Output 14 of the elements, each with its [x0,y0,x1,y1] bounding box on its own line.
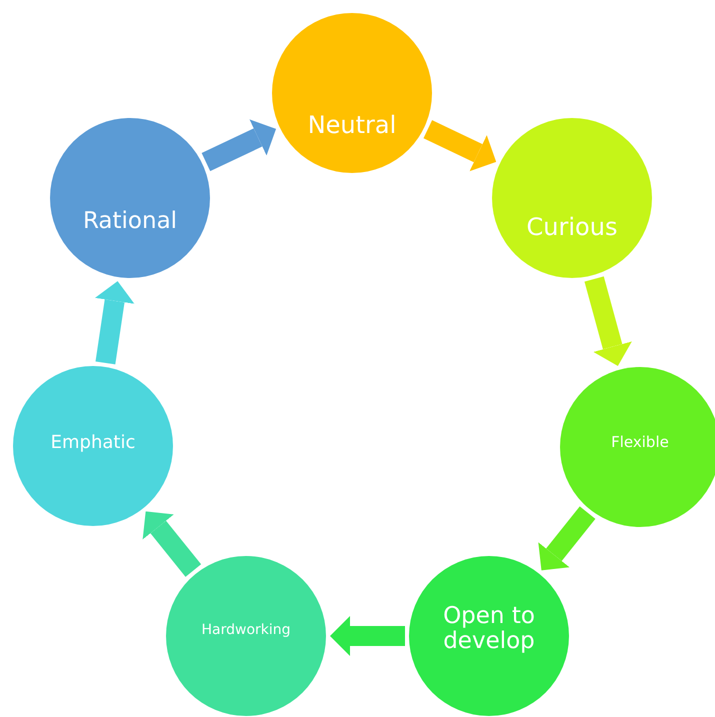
block-arrow [423,120,496,172]
block-arrow [94,281,134,364]
node-label: Emphatic [50,433,136,453]
node-label: Curious [526,214,618,240]
node-label: Rational [82,209,178,234]
block-arrow [142,511,202,577]
block-arrow [584,276,632,366]
block-arrow [538,506,596,570]
block-arrow [330,616,405,656]
block-arrow [202,119,276,172]
node-label: Neutral [306,112,398,139]
node-label: Open to develop [442,604,536,655]
node-label: Flexible [610,434,670,451]
node-label: Hardworking [200,623,292,639]
